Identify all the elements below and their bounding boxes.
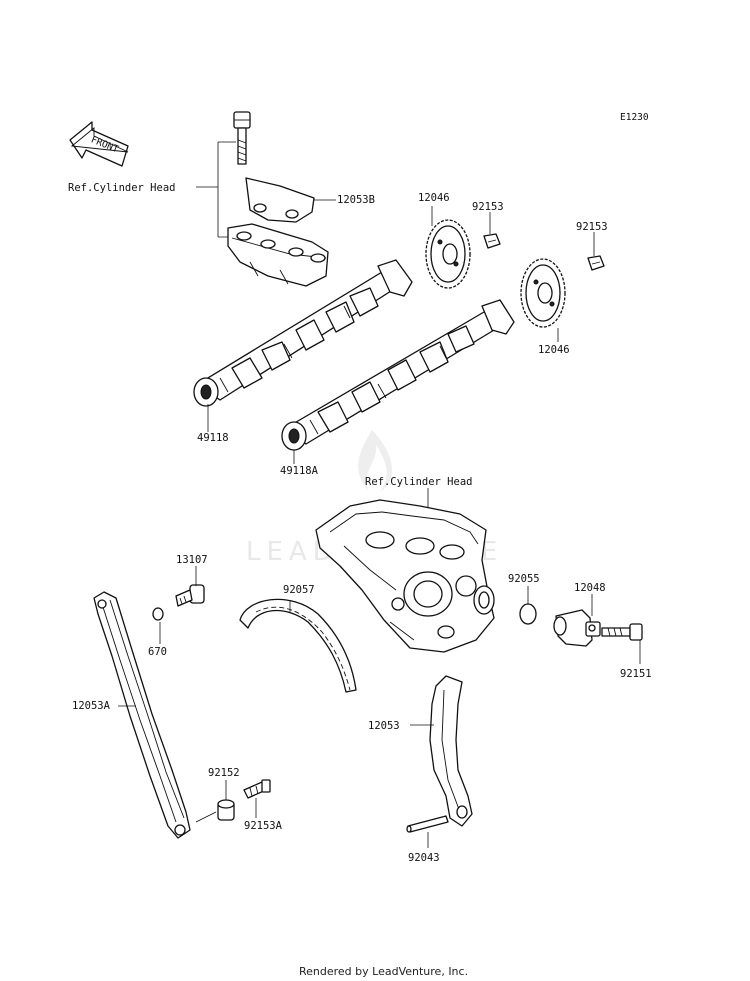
label-12053b: 12053B — [337, 194, 375, 206]
spacer-92152 — [217, 799, 235, 821]
label-49118a: 49118A — [280, 465, 319, 477]
sprocket-bolt-92153-upper — [483, 233, 501, 249]
label-92057: 92057 — [283, 584, 315, 596]
label-12046-lower: 12046 — [538, 344, 570, 356]
diagram-code: E1230 — [620, 112, 649, 123]
footer-credit: Rendered by LeadVenture, Inc. — [299, 965, 468, 978]
chain-guide-12053 — [429, 675, 473, 827]
label-92153a: 92153A — [244, 820, 283, 832]
oring-670 — [152, 607, 164, 621]
label-670: 670 — [148, 646, 167, 658]
label-ref-cylinder-head-2: Ref.Cylinder Head — [365, 476, 472, 488]
label-92151: 92151 — [620, 668, 652, 680]
oring-92055 — [519, 603, 537, 625]
label-92043: 92043 — [408, 852, 440, 864]
label-12046-upper: 12046 — [418, 192, 450, 204]
chain-guide-12053b — [245, 177, 315, 223]
ref-cylinder-head-bracket — [196, 141, 236, 238]
label-13107: 13107 — [176, 554, 208, 566]
label-12048: 12048 — [574, 582, 606, 594]
pin-92043 — [406, 815, 449, 833]
cylinder-head — [315, 499, 495, 653]
sprocket-bolt-92153-lower — [587, 255, 605, 271]
guide-bolt-13107 — [175, 584, 205, 607]
label-92153-upper: 92153 — [472, 201, 504, 213]
label-92153-lower: 92153 — [576, 221, 608, 233]
tensioner-bolt-92151 — [601, 623, 643, 641]
front-arrow-icon: FRONT — [69, 121, 129, 167]
camshaft-cap-bolt — [233, 111, 251, 165]
label-92152: 92152 — [208, 767, 240, 779]
chain-guide-12053a — [93, 591, 191, 839]
cam-chain-92057 — [239, 598, 357, 693]
label-12053a: 12053A — [72, 700, 111, 712]
cam-sprocket-12046-upper — [425, 219, 471, 289]
label-49118: 49118 — [197, 432, 229, 444]
label-92055: 92055 — [508, 573, 540, 585]
camshaft-49118 — [193, 259, 413, 407]
camshaft-cap — [227, 223, 329, 287]
label-ref-cylinder-head-1: Ref.Cylinder Head — [68, 182, 175, 194]
cam-sprocket-12046-lower — [520, 258, 566, 328]
label-12053: 12053 — [368, 720, 400, 732]
camshaft-49118a — [281, 299, 515, 451]
bolt-92153a — [243, 779, 271, 799]
chain-tensioner-12048 — [553, 609, 601, 647]
